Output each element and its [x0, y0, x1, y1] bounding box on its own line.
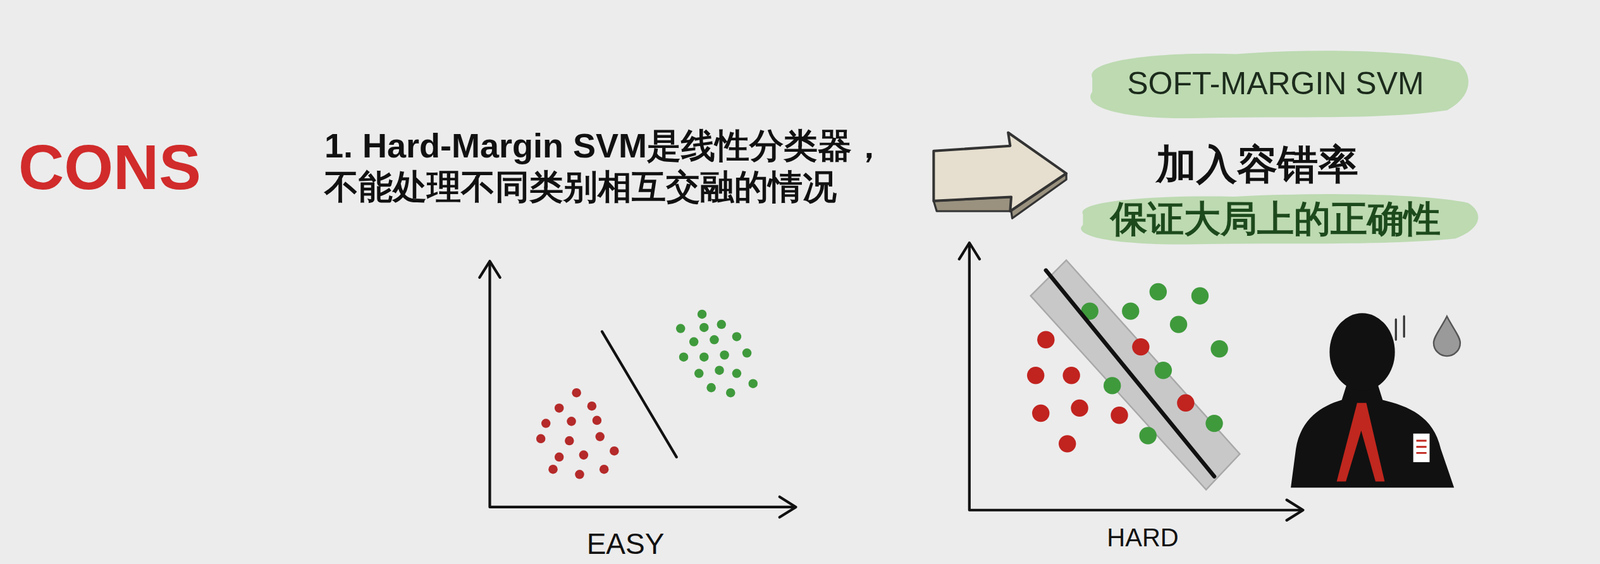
point	[1210, 340, 1228, 358]
point	[1191, 287, 1209, 305]
point	[574, 469, 585, 480]
point	[541, 418, 551, 429]
point	[1062, 366, 1080, 384]
point	[1103, 376, 1121, 394]
point	[1121, 302, 1139, 320]
statement-text: 1. Hard-Margin SVM是线性分类器， 不能处理不同类别相互交融的情…	[324, 125, 932, 208]
hard-chart	[959, 242, 1304, 521]
point	[587, 401, 597, 412]
red-points	[536, 388, 620, 480]
point	[714, 365, 725, 376]
point	[571, 388, 582, 398]
point	[732, 368, 742, 379]
blob-fill	[1090, 50, 1469, 119]
point	[564, 436, 575, 446]
point	[1138, 426, 1157, 444]
point	[536, 434, 546, 444]
sweat-lines	[1395, 316, 1404, 340]
easy-chart	[479, 261, 796, 518]
point	[726, 388, 736, 398]
point	[579, 450, 589, 460]
point	[1169, 315, 1188, 333]
point	[1070, 399, 1088, 417]
tie	[1336, 402, 1385, 482]
point	[706, 383, 716, 393]
point	[699, 352, 709, 362]
point	[1058, 435, 1076, 453]
point	[697, 309, 708, 320]
head	[1329, 313, 1395, 391]
blob-text: SOFT-MARGIN SVM	[1126, 65, 1424, 103]
axis-arrow	[1286, 500, 1304, 521]
point	[592, 416, 603, 426]
point	[554, 403, 565, 413]
badge-lines	[1416, 440, 1427, 453]
point	[699, 323, 709, 333]
chart-label: EASY	[586, 526, 665, 562]
arrow-face	[933, 132, 1067, 212]
person-silhouette	[1290, 313, 1461, 488]
point	[1132, 338, 1150, 356]
point	[599, 464, 610, 475]
chart-label: HARD	[1106, 522, 1179, 553]
axis-arrow	[779, 497, 797, 518]
body	[1290, 383, 1454, 489]
margin-band	[1030, 259, 1241, 490]
green-points	[1081, 283, 1229, 445]
highlight-blob: 保证大局上的正确性	[1066, 190, 1485, 248]
point	[689, 337, 699, 347]
point	[1110, 406, 1128, 424]
green-points	[676, 309, 758, 398]
point	[609, 446, 620, 456]
point	[595, 431, 605, 442]
point	[1027, 366, 1045, 384]
axes	[489, 263, 794, 508]
point	[1037, 331, 1055, 349]
heading: CONS	[18, 135, 202, 199]
point	[676, 323, 686, 334]
axes	[969, 244, 1301, 511]
point	[742, 348, 752, 358]
blob-text: 保证大局上的正确性	[1110, 197, 1441, 241]
axis-arrow	[479, 261, 500, 278]
point	[548, 464, 558, 475]
point	[719, 350, 730, 360]
axis-arrow	[959, 242, 980, 260]
arrow-graphic	[933, 132, 1067, 219]
point	[1176, 394, 1194, 412]
point	[709, 335, 720, 345]
blob-fill	[1080, 194, 1478, 245]
point	[716, 320, 727, 330]
point	[694, 368, 704, 379]
point	[748, 378, 759, 389]
point	[732, 332, 742, 342]
point	[554, 452, 565, 463]
decision-line	[1046, 270, 1215, 477]
separator-line	[602, 331, 677, 457]
point	[1032, 404, 1050, 422]
point	[679, 352, 689, 362]
point	[1154, 361, 1172, 379]
highlight-blob: SOFT-MARGIN SVM	[1076, 45, 1475, 123]
point	[1149, 283, 1167, 301]
note-text: 加入容错率	[1156, 140, 1359, 190]
badge	[1413, 433, 1430, 463]
point	[1205, 414, 1223, 432]
point	[566, 416, 577, 427]
sweat-drop	[1433, 316, 1461, 357]
